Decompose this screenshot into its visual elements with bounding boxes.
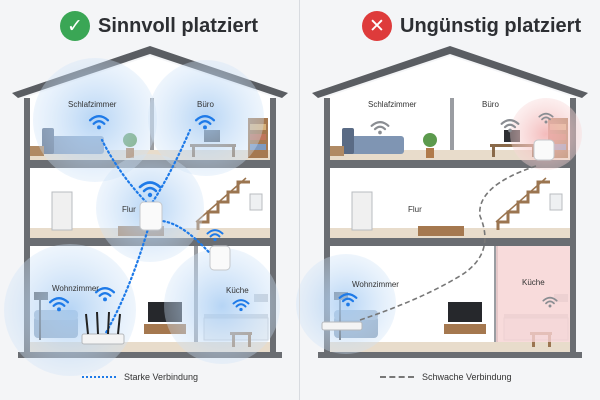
legend-strong: Starke Verbindung xyxy=(82,372,198,382)
coverage-kitchen xyxy=(164,248,280,364)
room-label-bedroom: Schlafzimmer xyxy=(368,100,417,109)
room-label-hall: Flur xyxy=(408,205,422,214)
heading-good-text: Sinnvoll platziert xyxy=(98,14,259,37)
dotted-line-icon xyxy=(82,376,116,378)
dashed-line-icon xyxy=(380,376,414,378)
legend-strong-label: Starke Verbindung xyxy=(124,372,199,382)
check-icon: ✓ xyxy=(60,11,90,41)
panel-divider xyxy=(299,0,300,400)
room-label-hall: Flur xyxy=(122,205,136,214)
cross-icon: ✕ xyxy=(362,11,392,41)
house-good-placement: Schlafzimmer Büro Flur Wohnzimmer Küche xyxy=(4,44,290,376)
weak-connection-line xyxy=(359,165,537,321)
room-label-office: Büro xyxy=(482,100,499,109)
legend-weak: Schwache Verbindung xyxy=(380,372,512,382)
strong-connection-lines xyxy=(100,128,216,338)
room-label-bedroom: Schlafzimmer xyxy=(68,100,117,109)
house-bad-placement: Schlafzimmer Büro Flur Wohnzimmer Küche xyxy=(296,44,590,360)
mesh-node-icon xyxy=(139,201,163,231)
coverage-office-weak xyxy=(510,98,582,170)
router-icon xyxy=(81,333,125,345)
dead-zone-kitchen xyxy=(496,246,570,342)
router-icon xyxy=(321,321,363,331)
heading-bad: ✕ Ungünstig platziert xyxy=(362,8,581,44)
heading-good: ✓ Sinnvoll platziert xyxy=(60,8,258,44)
coverage-living-weak xyxy=(296,254,396,354)
coverage-living xyxy=(4,244,136,376)
mesh-node-icon xyxy=(533,139,555,161)
room-label-kitchen: Küche xyxy=(226,286,249,295)
legend-weak-label: Schwache Verbindung xyxy=(422,372,512,382)
coverage-office xyxy=(148,60,264,176)
room-label-kitchen: Küche xyxy=(522,278,545,287)
room-label-living: Wohnzimmer xyxy=(352,280,399,289)
room-label-office: Büro xyxy=(197,100,214,109)
coverage-bedroom xyxy=(33,58,157,182)
mesh-satellite-icon xyxy=(209,245,231,271)
heading-bad-text: Ungünstig platziert xyxy=(400,14,582,37)
room-label-living: Wohnzimmer xyxy=(52,284,99,293)
